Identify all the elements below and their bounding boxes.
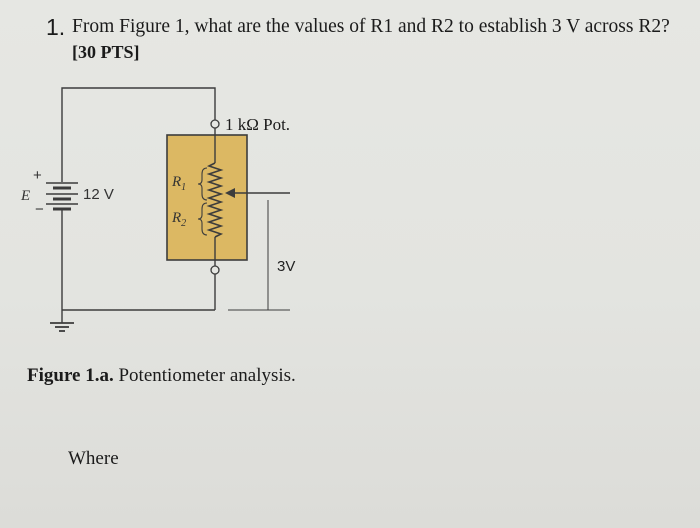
source-plus-sign: + [33,167,42,184]
figure-caption-text: Potentiometer analysis. [113,365,296,386]
r2-brace [197,202,208,236]
source-voltage-label: 12 V [83,186,114,203]
pot-resistor-zigzag [206,162,224,238]
battery-symbol [46,182,78,211]
where-text: Where [68,448,119,469]
question-number: 1. [46,14,66,40]
figure-caption-label: Figure 1.a. [27,365,114,386]
ground-symbol [50,322,74,332]
source-minus-sign: − [35,201,44,218]
pot-value-label: 1 kΩ Pot. [225,115,290,134]
top-wire [61,87,216,182]
r1-label: R1 [171,174,186,193]
source-symbol-label: E [20,188,30,204]
figure-caption: Figure 1.a. Potentiometer analysis. [27,365,296,387]
r1-brace [197,167,208,201]
output-voltage-label: 3V [277,258,295,275]
pot-body [166,134,248,261]
r2-label: R2 [171,210,186,229]
pot-terminal-top [210,119,220,129]
pot-terminal-bottom [210,265,220,275]
question-points: [30 PTS] [72,42,140,62]
wiper-arrow [225,188,235,198]
question-text: From Figure 1, what are the values of R1… [72,16,670,37]
